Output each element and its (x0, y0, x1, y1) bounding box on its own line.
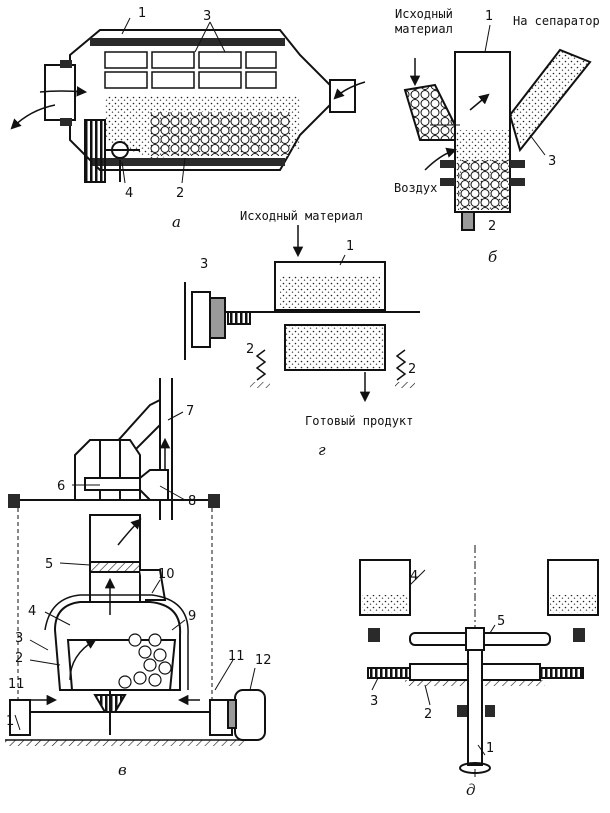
panel-d-label-4: 4 (410, 569, 418, 584)
panel-v-label-9: 9 (188, 609, 196, 624)
panel-v-label-2: 2 (15, 651, 23, 666)
panel-v-label-11-left: 11 (8, 677, 25, 692)
panel-b-separator-label: На сепаратор (513, 14, 600, 28)
panel-a-label-3: 3 (203, 9, 211, 24)
panel-g-label-2-left: 2 (246, 342, 254, 357)
panel-v-label-4: 4 (28, 604, 36, 619)
panel-a-label-2: 2 (176, 186, 184, 201)
panel-v-label-7: 7 (186, 404, 194, 419)
panel-g-feed-label: Исходный материал (240, 209, 363, 223)
panel-d-label-3: 3 (370, 694, 378, 709)
panel-v-label-5: 5 (45, 557, 53, 572)
panel-v-caption: в (118, 761, 127, 779)
panel-g-caption: г (318, 441, 326, 459)
panel-b-caption: б (488, 248, 498, 266)
panel-d-label-5: 5 (497, 614, 505, 629)
panel-g-product-label: Готовый продукт (305, 414, 413, 428)
panel-v-label-11-right: 11 (228, 649, 245, 664)
panel-v-label-8: 8 (188, 494, 196, 509)
panel-g-label-3: 3 (200, 257, 208, 272)
panel-v-label-6: 6 (57, 479, 65, 494)
panel-b-jet-mill (403, 24, 592, 231)
panel-v-label-1: 1 (6, 714, 14, 729)
panel-d-label-1: 1 (486, 741, 494, 756)
panel-v-label-3: 3 (15, 631, 23, 646)
panel-a-tube-mill (10, 17, 366, 184)
panel-b-label-2: 2 (488, 219, 496, 234)
panel-b-feed-label-line2: материал (395, 22, 453, 36)
panel-v-label-10: 10 (158, 567, 175, 582)
panel-b-air-label: Воздух (394, 181, 437, 195)
panel-a-caption: а (172, 213, 181, 231)
panel-d-label-2: 2 (424, 707, 432, 722)
panel-g-vibration-mill (184, 225, 420, 403)
panel-g-label-1: 1 (346, 239, 354, 254)
panel-d-caption: д (466, 781, 476, 799)
panel-a-label-1: 1 (138, 6, 146, 21)
panel-a-label-4: 4 (125, 186, 133, 201)
panel-v-ring-mill (5, 378, 266, 746)
panel-d-runner-mill (359, 545, 599, 780)
panel-g-label-2-right: 2 (408, 362, 416, 377)
panel-b-label-1: 1 (485, 9, 493, 24)
panel-b-feed-label-line1: Исходный (395, 7, 453, 21)
panel-v-label-12: 12 (255, 653, 272, 668)
panel-b-label-3: 3 (548, 154, 556, 169)
